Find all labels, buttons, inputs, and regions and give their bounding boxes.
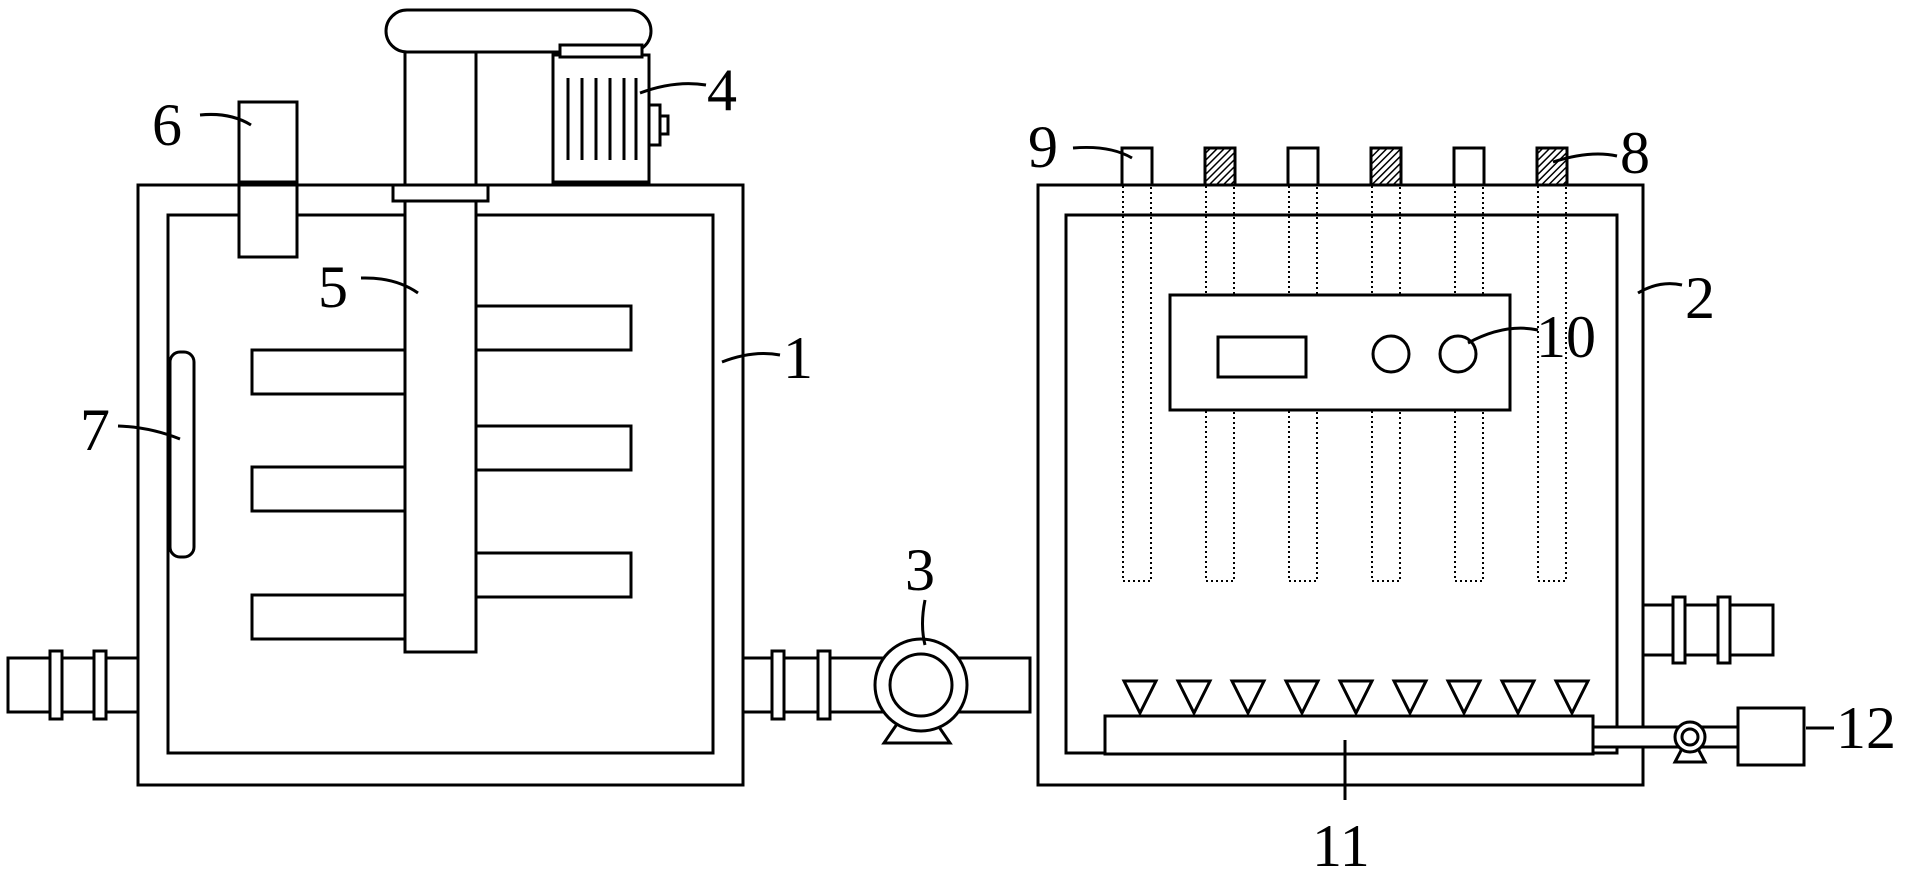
aeration-nozzles: [1121, 679, 1591, 717]
left-outlet-pipe: [6, 649, 140, 721]
feed-inlet: [237, 100, 299, 259]
control-panel: [1168, 293, 1512, 412]
transfer-pump: [873, 637, 969, 745]
stirring-paddles: [250, 304, 633, 641]
air-supply: [1591, 706, 1806, 767]
label-2: 2: [1685, 265, 1715, 331]
label-5: 5: [318, 254, 348, 320]
label-8: 8: [1620, 120, 1650, 186]
viewing-window: [168, 350, 196, 559]
label-6: 6: [152, 92, 182, 158]
motor: [551, 43, 670, 184]
leader-lines: [117, 82, 1834, 800]
right-tank: [1036, 183, 1645, 787]
label-9: 9: [1028, 114, 1058, 180]
label-11: 11: [1312, 813, 1370, 877]
label-10: 10: [1536, 304, 1596, 370]
right-outlet-pipe: [1641, 595, 1775, 665]
sensor-probes: [1120, 146, 1569, 187]
aerator-bar: [1103, 714, 1595, 756]
label-7: 7: [80, 397, 110, 463]
label-3: 3: [905, 537, 935, 603]
label-1: 1: [783, 325, 813, 391]
label-4: 4: [707, 57, 737, 123]
label-12: 12: [1836, 695, 1896, 761]
stirring-shaft: [384, 8, 653, 654]
